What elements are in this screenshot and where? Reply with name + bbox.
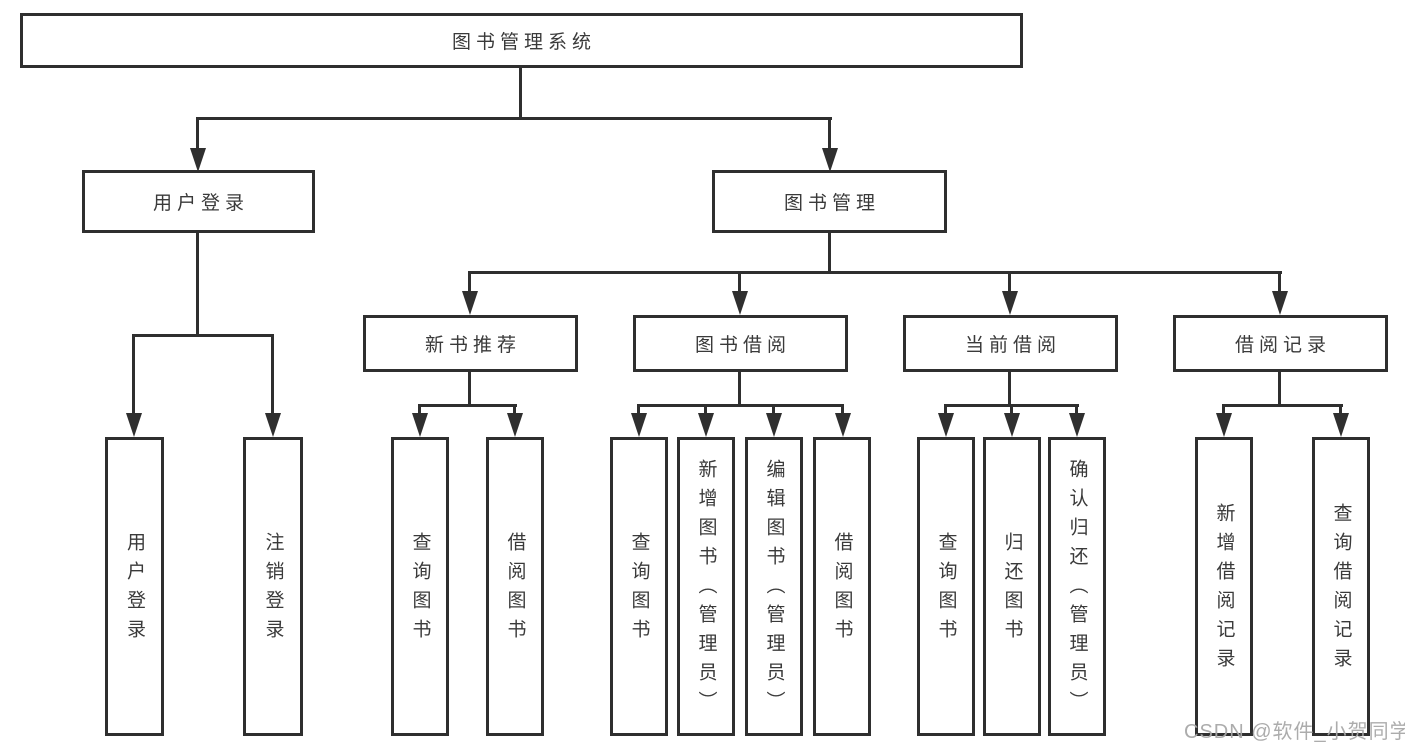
- arrow-down-icon: [190, 148, 206, 172]
- leaf-add-borrow-record: 新增借阅记录: [1195, 437, 1253, 736]
- node-book-management: 图书管理: [712, 170, 947, 233]
- arrow-down-icon: [1002, 291, 1018, 315]
- arrow-down-icon: [1069, 413, 1085, 437]
- connector-line: [418, 404, 517, 407]
- leaf-borrow-books-borrowing: 借阅图书: [813, 437, 871, 736]
- arrow-down-icon: [462, 291, 478, 315]
- arrow-down-icon: [1333, 413, 1349, 437]
- arrow-down-icon: [631, 413, 647, 437]
- node-borrowing-records: 借阅记录: [1173, 315, 1388, 372]
- connector-line: [1008, 273, 1011, 295]
- connector-line: [196, 117, 832, 120]
- connector-line: [828, 232, 831, 273]
- arrow-down-icon: [1272, 291, 1288, 315]
- leaf-user-login: 用户登录: [105, 437, 164, 736]
- arrow-down-icon: [412, 413, 428, 437]
- leaf-return-books: 归还图书: [983, 437, 1041, 736]
- connector-line: [1222, 404, 1343, 407]
- node-book-borrowing: 图书借阅: [633, 315, 848, 372]
- arrow-down-icon: [1216, 413, 1232, 437]
- connector-line: [1278, 273, 1281, 295]
- arrow-down-icon: [822, 148, 838, 172]
- arrow-down-icon: [766, 413, 782, 437]
- leaf-query-books-current: 查询图书: [917, 437, 975, 736]
- leaf-add-books-admin: 新增图书（管理员）: [677, 437, 735, 736]
- connector-line: [772, 406, 775, 418]
- leaf-query-books-borrowing: 查询图书: [610, 437, 668, 736]
- connector-line: [1008, 372, 1011, 406]
- leaf-logout-login: 注销登录: [243, 437, 303, 736]
- connector-line: [1278, 372, 1281, 406]
- connector-line: [132, 334, 274, 337]
- connector-line: [637, 406, 640, 418]
- csdn-watermark: CSDN @软件_小贺同学: [1184, 721, 1405, 743]
- arrow-down-icon: [126, 413, 142, 437]
- arrow-down-icon: [938, 413, 954, 437]
- arrow-down-icon: [265, 413, 281, 437]
- connector-line: [468, 271, 1282, 274]
- connector-line: [1075, 406, 1078, 418]
- node-library-management-system: 图书管理系统: [20, 13, 1023, 68]
- connector-line: [828, 119, 831, 152]
- arrow-down-icon: [732, 291, 748, 315]
- arrow-down-icon: [1004, 413, 1020, 437]
- connector-line: [704, 406, 707, 418]
- connector-line: [637, 404, 844, 407]
- leaf-borrow-books-recommend: 借阅图书: [486, 437, 544, 736]
- connector-line: [418, 406, 421, 418]
- arrow-down-icon: [698, 413, 714, 437]
- arrow-down-icon: [507, 413, 523, 437]
- leaf-edit-books-admin: 编辑图书（管理员）: [745, 437, 803, 736]
- connector-line: [468, 372, 471, 406]
- connector-line: [519, 68, 522, 119]
- connector-line: [944, 406, 947, 418]
- node-current-borrowing: 当前借阅: [903, 315, 1118, 372]
- connector-line: [513, 406, 516, 418]
- connector-line: [196, 119, 199, 152]
- connector-line: [196, 232, 199, 336]
- node-new-book-recommendation: 新书推荐: [363, 315, 578, 372]
- connector-line: [738, 372, 741, 406]
- leaf-confirm-return-admin: 确认归还（管理员）: [1048, 437, 1106, 736]
- connector-line: [841, 406, 844, 418]
- arrow-down-icon: [835, 413, 851, 437]
- connector-line: [271, 336, 274, 418]
- connector-line: [1222, 406, 1225, 418]
- leaf-query-borrow-record: 查询借阅记录: [1312, 437, 1370, 736]
- leaf-query-books-recommend: 查询图书: [391, 437, 449, 736]
- connector-line: [132, 336, 135, 418]
- node-user-login: 用户登录: [82, 170, 315, 233]
- connector-line: [1010, 406, 1013, 418]
- connector-line: [1339, 406, 1342, 418]
- connector-line: [468, 273, 471, 295]
- connector-line: [738, 273, 741, 295]
- connector-line: [944, 404, 1079, 407]
